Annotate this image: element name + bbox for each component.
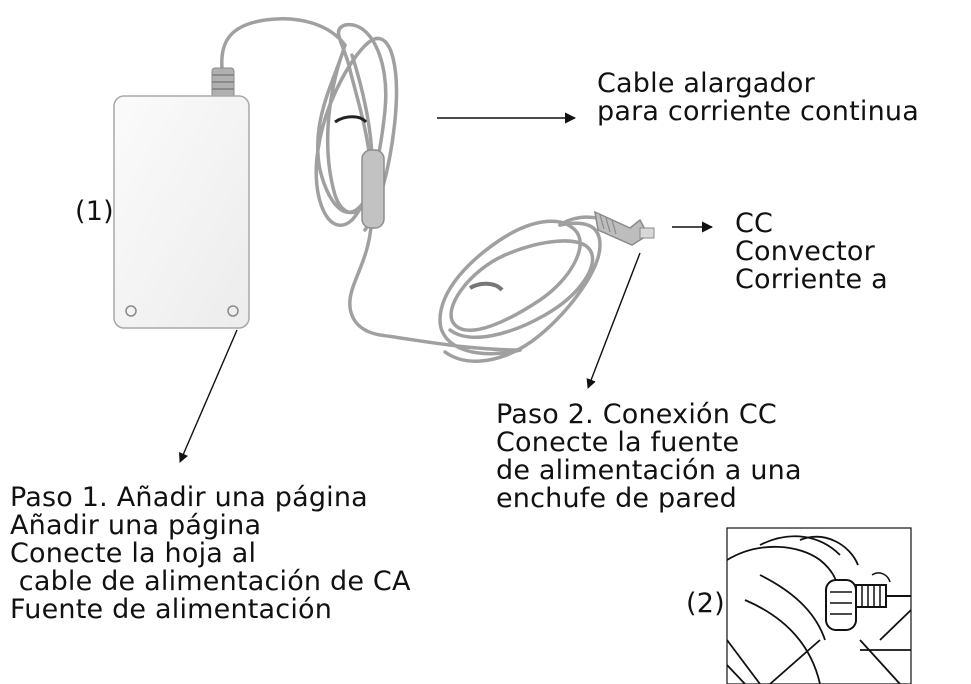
cable-tie-1	[334, 115, 368, 124]
label-line: Cable alargador	[597, 68, 815, 99]
label-dc-connector: CC Convector Corriente a	[735, 210, 888, 294]
label-step1: Paso 1. Añadir una página Añadir una pág…	[10, 484, 411, 624]
label-line: Corriente a	[735, 264, 888, 295]
label-line: Conecte la fuente	[496, 427, 740, 458]
dc-cable	[220, 17, 612, 363]
label-step2: Paso 2. Conexión CC Conecte la fuente de…	[496, 401, 802, 513]
label-line: para corriente continua	[597, 96, 919, 127]
label-line: de alimentación a una	[496, 455, 802, 486]
label-line: cable de alimentación de CA	[10, 566, 411, 597]
power-adapter-brick	[113, 95, 250, 329]
ferrite-core	[361, 149, 385, 229]
step1-title: Paso 1. Añadir una página	[10, 482, 368, 513]
dc-plug	[594, 210, 655, 246]
arrow-step1	[178, 329, 238, 463]
cable-tie-2	[468, 281, 504, 292]
strain-relief	[211, 67, 235, 99]
label-line: Añadir una página	[10, 510, 262, 541]
inset-plug-connector	[825, 572, 911, 631]
arrow-step2	[586, 252, 641, 389]
label-extension-cable: Cable alargador para corriente continua	[597, 70, 919, 126]
label-line: CC	[735, 208, 774, 239]
step2-title: Paso 2. Conexión CC	[496, 399, 777, 430]
label-line: enchufe de pared	[496, 483, 737, 514]
marker-1: (1)	[75, 196, 114, 227]
label-line: Convector	[735, 236, 875, 267]
marker-2: (2)	[686, 588, 725, 619]
inset-wall-plug-image	[726, 527, 912, 684]
label-line: Fuente de alimentación	[10, 594, 333, 625]
label-line: Conecte la hoja al	[10, 538, 257, 569]
